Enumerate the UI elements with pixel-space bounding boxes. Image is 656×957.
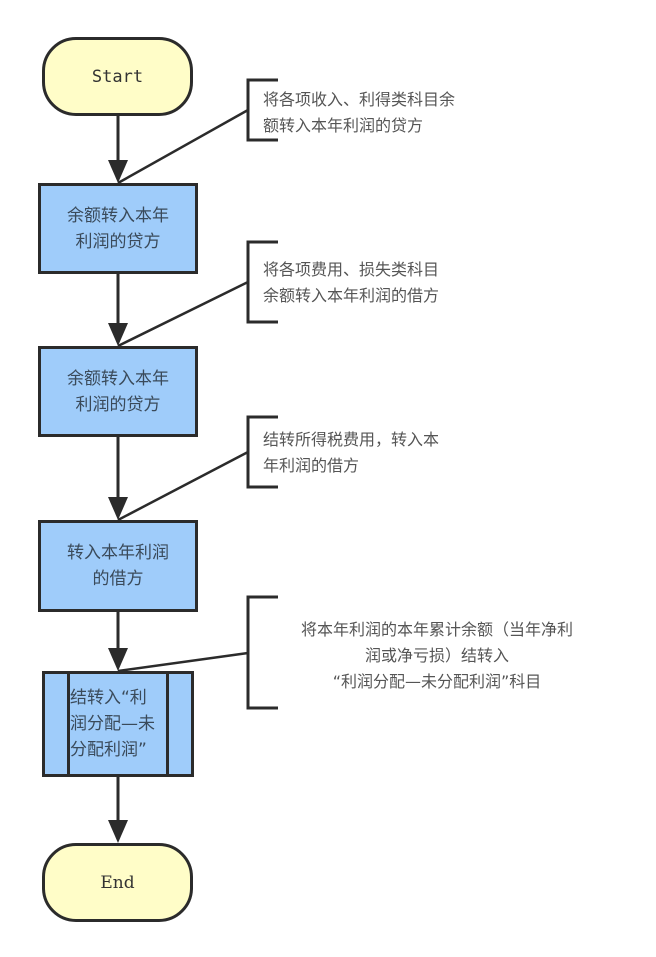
arrowhead-icon — [108, 497, 128, 520]
annotation-note-3-line-1: 结转所得税费用，转入本 — [263, 430, 440, 449]
annotation-note-4-line-2: 润或净亏损）结转入 — [364, 646, 509, 665]
process-node-1[interactable]: 余额转入本年 利润的贷方 — [38, 183, 198, 274]
annotation-note-4: 将本年利润的本年累计余额（当年净利 润或净亏损）结转入 “利润分配—未分配利润”… — [262, 617, 612, 695]
process-node-4-line-2: 润分配—未 — [70, 714, 155, 734]
predefined-process-node-4[interactable]: 结转入“利 润分配—未 分配利润” — [42, 671, 194, 777]
annotation-note-2-line-1: 将各项费用、损失类科目 — [263, 260, 440, 279]
annotation-bracket-3 — [117, 415, 278, 522]
end-node[interactable]: End — [42, 843, 193, 922]
process-node-1-line-1: 余额转入本年 — [67, 205, 169, 226]
annotation-note-3: 结转所得税费用，转入本 年利润的借方 — [263, 427, 439, 479]
annotation-note-3-line-2: 年利润的借方 — [263, 456, 360, 475]
annotation-bracket-1 — [117, 78, 278, 185]
annotation-note-1: 将各项收入、利得类科目余 额转入本年利润的贷方 — [263, 87, 455, 139]
process-node-3-line-1: 转入本年利润 — [67, 543, 169, 563]
flow-edge-step3-step4 — [108, 611, 128, 671]
process-node-3[interactable]: 转入本年利润 的借方 — [38, 520, 198, 612]
process-node-2[interactable]: 余额转入本年 利润的贷方 — [38, 346, 198, 437]
annotation-bracket-4 — [117, 595, 278, 710]
annotation-note-1-line-2: 额转入本年利润的贷方 — [263, 116, 424, 135]
subprocess-right-bar — [166, 674, 169, 774]
annotation-note-2: 将各项费用、损失类科目 余额转入本年利润的借方 — [263, 257, 439, 309]
process-node-2-line-1: 余额转入本年 — [67, 368, 169, 389]
start-node[interactable]: Start — [42, 37, 193, 116]
annotation-note-1-line-1: 将各项收入、利得类科目余 — [263, 90, 456, 109]
end-label: End — [100, 872, 135, 893]
arrowhead-icon — [108, 648, 128, 671]
process-node-4-line-1: 结转入“利 — [70, 688, 147, 708]
annotation-note-4-line-3: “利润分配—未分配利润”科目 — [332, 672, 542, 691]
process-node-2-line-2: 利润的贷方 — [75, 394, 161, 415]
process-node-3-line-2: 的借方 — [92, 569, 144, 589]
flow-edge-step4-end — [108, 776, 128, 843]
arrowhead-icon — [108, 323, 128, 346]
process-node-4-line-3: 分配利润” — [70, 740, 147, 760]
annotation-note-4-line-1: 将本年利润的本年累计余额（当年净利 — [300, 620, 573, 639]
arrowhead-icon — [108, 160, 128, 183]
subprocess-left-bar — [67, 674, 70, 774]
flow-edge-step2-step3 — [108, 437, 128, 520]
start-label: Start — [91, 66, 144, 87]
arrowhead-icon — [108, 820, 128, 843]
flow-edge-step1-step2 — [108, 273, 128, 346]
flow-edge-start-step1 — [108, 114, 128, 183]
process-node-1-line-2: 利润的贷方 — [75, 231, 161, 252]
annotation-note-2-line-2: 余额转入本年利润的借方 — [263, 286, 440, 305]
annotation-bracket-2 — [117, 240, 278, 348]
